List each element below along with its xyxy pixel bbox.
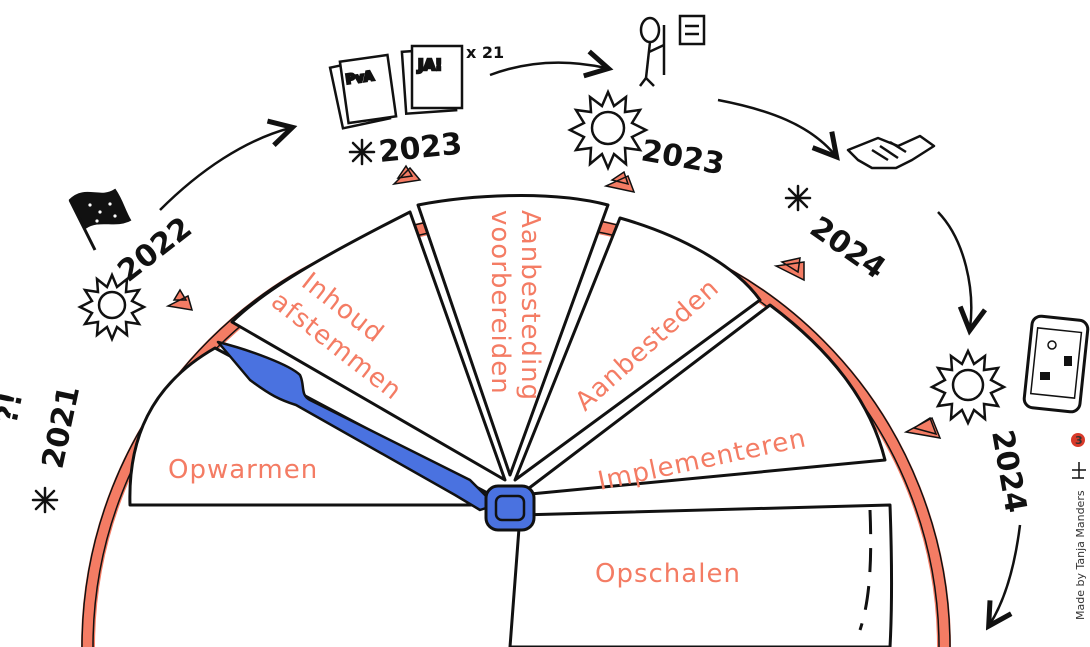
marker-2024-summer [903, 416, 942, 439]
documents-icon: PvA JA! x 21 [328, 43, 504, 130]
logo-number: 3 [1075, 434, 1083, 447]
year-2023-winter: 2023 [377, 126, 464, 170]
signature-mark [1072, 462, 1086, 479]
doc-label-pva: PvA [345, 69, 375, 88]
arrow-flag-to-docs [159, 128, 290, 211]
year-2021: 2021 [36, 383, 88, 472]
snowflake-icon [348, 138, 376, 166]
marker-2023-summer [603, 170, 636, 194]
dial [128, 194, 893, 647]
segment-aanbesteden [513, 216, 762, 482]
phase-label-opwarmen: Opwarmen [168, 455, 318, 485]
segment-aanbesteding-voorbereiden [416, 194, 610, 477]
segment-inhoud-afstemmen [230, 210, 507, 482]
handshake-icon [846, 134, 936, 170]
snowflake-icon [784, 184, 812, 212]
year-2024-summer: 2024 [984, 427, 1033, 515]
phase-label-opschalen: Opschalen [595, 559, 741, 589]
timeline-markers [165, 164, 942, 439]
year-2021-prefix: ?! [0, 389, 30, 427]
arrow-2024-down [990, 524, 1022, 624]
documents-count: x 21 [466, 43, 504, 62]
flow-arrows [159, 63, 1022, 624]
segment-implementeren [518, 303, 887, 497]
year-2024-winter: 2024 [803, 210, 891, 287]
sun-icon [77, 271, 147, 343]
arrow-handshake-to-phone [937, 211, 971, 328]
credit-text: Made by Tanja Manders [1074, 490, 1087, 620]
phase-label-aanbesteding-line1: Aanbesteding [515, 210, 545, 401]
marker-2024-winter [773, 257, 805, 282]
doc-label-ja: JA! [417, 56, 442, 74]
flag-icon [68, 188, 132, 251]
presenter-icon [639, 14, 706, 87]
dial-hub [484, 484, 536, 532]
credit: Made by Tanja Manders 3 [1071, 433, 1087, 620]
marker-2023-winter [391, 164, 422, 186]
sun-icon [567, 88, 649, 172]
dial-needle [216, 340, 536, 532]
logo-badge [1071, 433, 1085, 447]
year-2023-summer: 2023 [639, 133, 727, 182]
marker-2022 [165, 288, 194, 311]
phone-icon [1022, 314, 1090, 414]
sun-icon [929, 348, 1007, 426]
arrow-presenter-to-handshake [717, 98, 835, 155]
snowflake-icon [31, 486, 59, 514]
arrow-docs-to-presenter [489, 63, 606, 75]
phase-label-aanbesteding-line2: voorbereiden [485, 210, 515, 395]
